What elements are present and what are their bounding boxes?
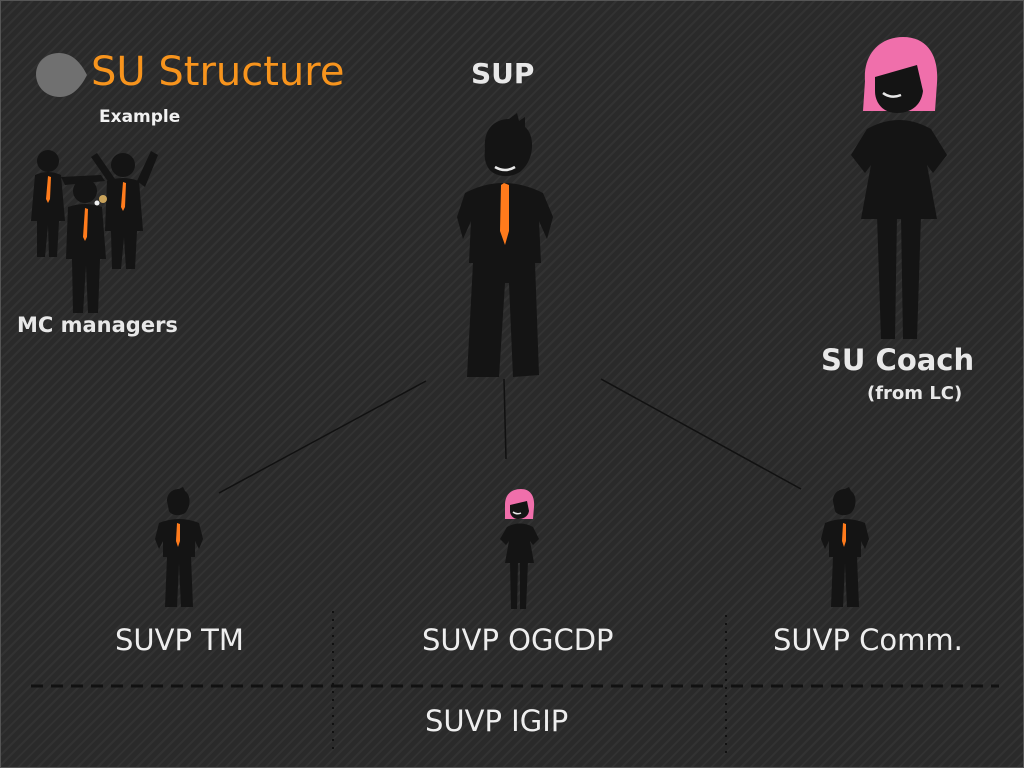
mc-managers-figure-group (31, 150, 158, 313)
suvp-comm-figure (821, 487, 869, 607)
suvp-comm-label: SUVP Comm. (773, 623, 963, 657)
suvp-igip-label: SUVP IGIP (425, 704, 569, 738)
su-coach-label: SU Coach (821, 343, 975, 377)
connector-sup-ogcdp (503, 378, 507, 460)
sup-label: SUP (471, 57, 535, 90)
mc-managers-label: MC managers (17, 313, 178, 337)
suvp-ogcdp-figure (500, 489, 539, 609)
page-subtitle: Example (99, 107, 181, 127)
connector-sup-comm (600, 378, 802, 490)
title-bullet-icon (36, 53, 87, 97)
su-coach-sublabel: (from LC) (867, 383, 963, 404)
suvp-ogcdp-label: SUVP OGCDP (422, 623, 614, 657)
su-coach-figure (851, 37, 947, 339)
sup-figure (457, 113, 553, 377)
suvp-tm-figure (155, 487, 203, 607)
page-title: SU Structure (91, 49, 345, 95)
connector-sup-tm (218, 380, 427, 494)
suvp-tm-label: SUVP TM (115, 623, 244, 657)
